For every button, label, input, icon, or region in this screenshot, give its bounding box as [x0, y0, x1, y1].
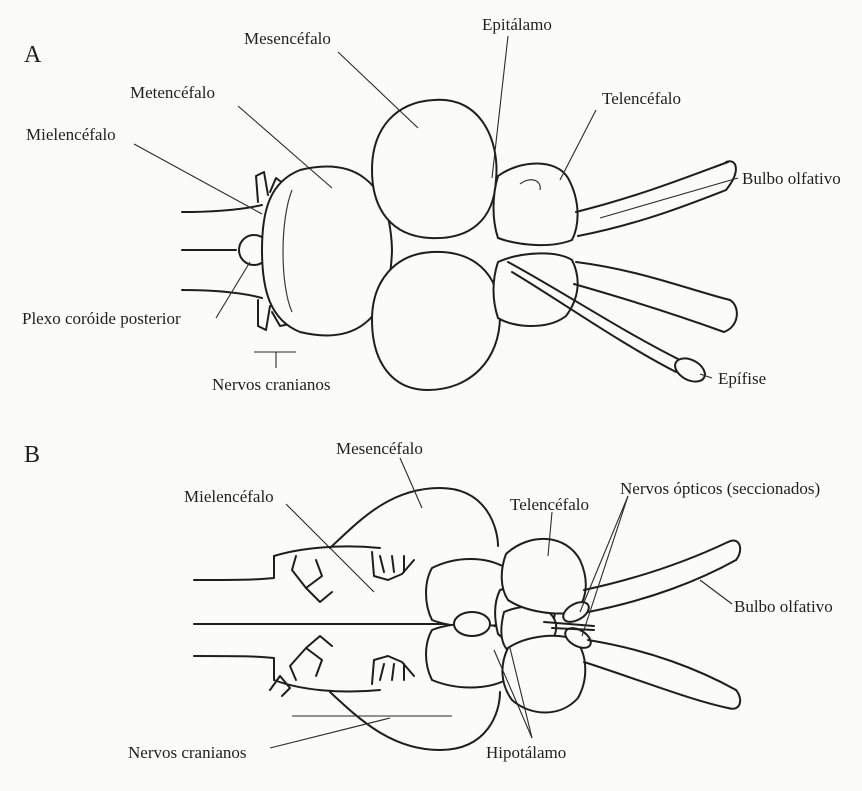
panel-b-label-hipotalamo: Hipotálamo	[486, 743, 566, 762]
panel-b: B	[24, 439, 833, 762]
panel-b-letter: B	[24, 442, 40, 468]
panel-a-label-epifise: Epífise	[718, 369, 766, 388]
panel-b-label-mesencefalo: Mesencéfalo	[336, 439, 423, 458]
panel-b-olfactory-bulbs-shape	[584, 541, 740, 709]
panel-b-label-bulbo-olfativo: Bulbo olfativo	[734, 597, 833, 616]
panel-a-letter: A	[24, 42, 42, 68]
panel-a: A	[22, 15, 841, 394]
panel-b-label-telencefalo: Telencéfalo	[510, 495, 589, 514]
panel-a-label-mesencefalo: Mesencéfalo	[244, 29, 331, 48]
panel-a-label-metencefalo: Metencéfalo	[130, 83, 215, 102]
panel-b-label-mielencefalo: Mielencéfalo	[184, 487, 274, 506]
panel-a-label-telencefalo: Telencéfalo	[602, 89, 681, 108]
panel-a-label-epitalamo: Epitálamo	[482, 15, 552, 34]
panel-a-label-plexo-coroide: Plexo coróide posterior	[22, 309, 181, 328]
panel-b-label-nervos-opticos: Nervos ópticos (seccionados)	[620, 479, 820, 498]
panel-a-label-mielencefalo: Mielencéfalo	[26, 125, 116, 144]
panel-b-label-nervos-cranianos: Nervos cranianos	[128, 743, 247, 762]
panel-b-spinal-cord	[194, 556, 452, 680]
panel-b-myelencephalon-shape	[274, 546, 380, 691]
panel-a-olfactory-bulbs-shape	[574, 161, 737, 332]
panel-a-label-bulbo-olfativo: Bulbo olfativo	[742, 169, 841, 188]
panel-a-telencephalon-shape	[494, 164, 578, 327]
panel-a-label-nervos-cranianos: Nervos cranianos	[212, 375, 331, 394]
